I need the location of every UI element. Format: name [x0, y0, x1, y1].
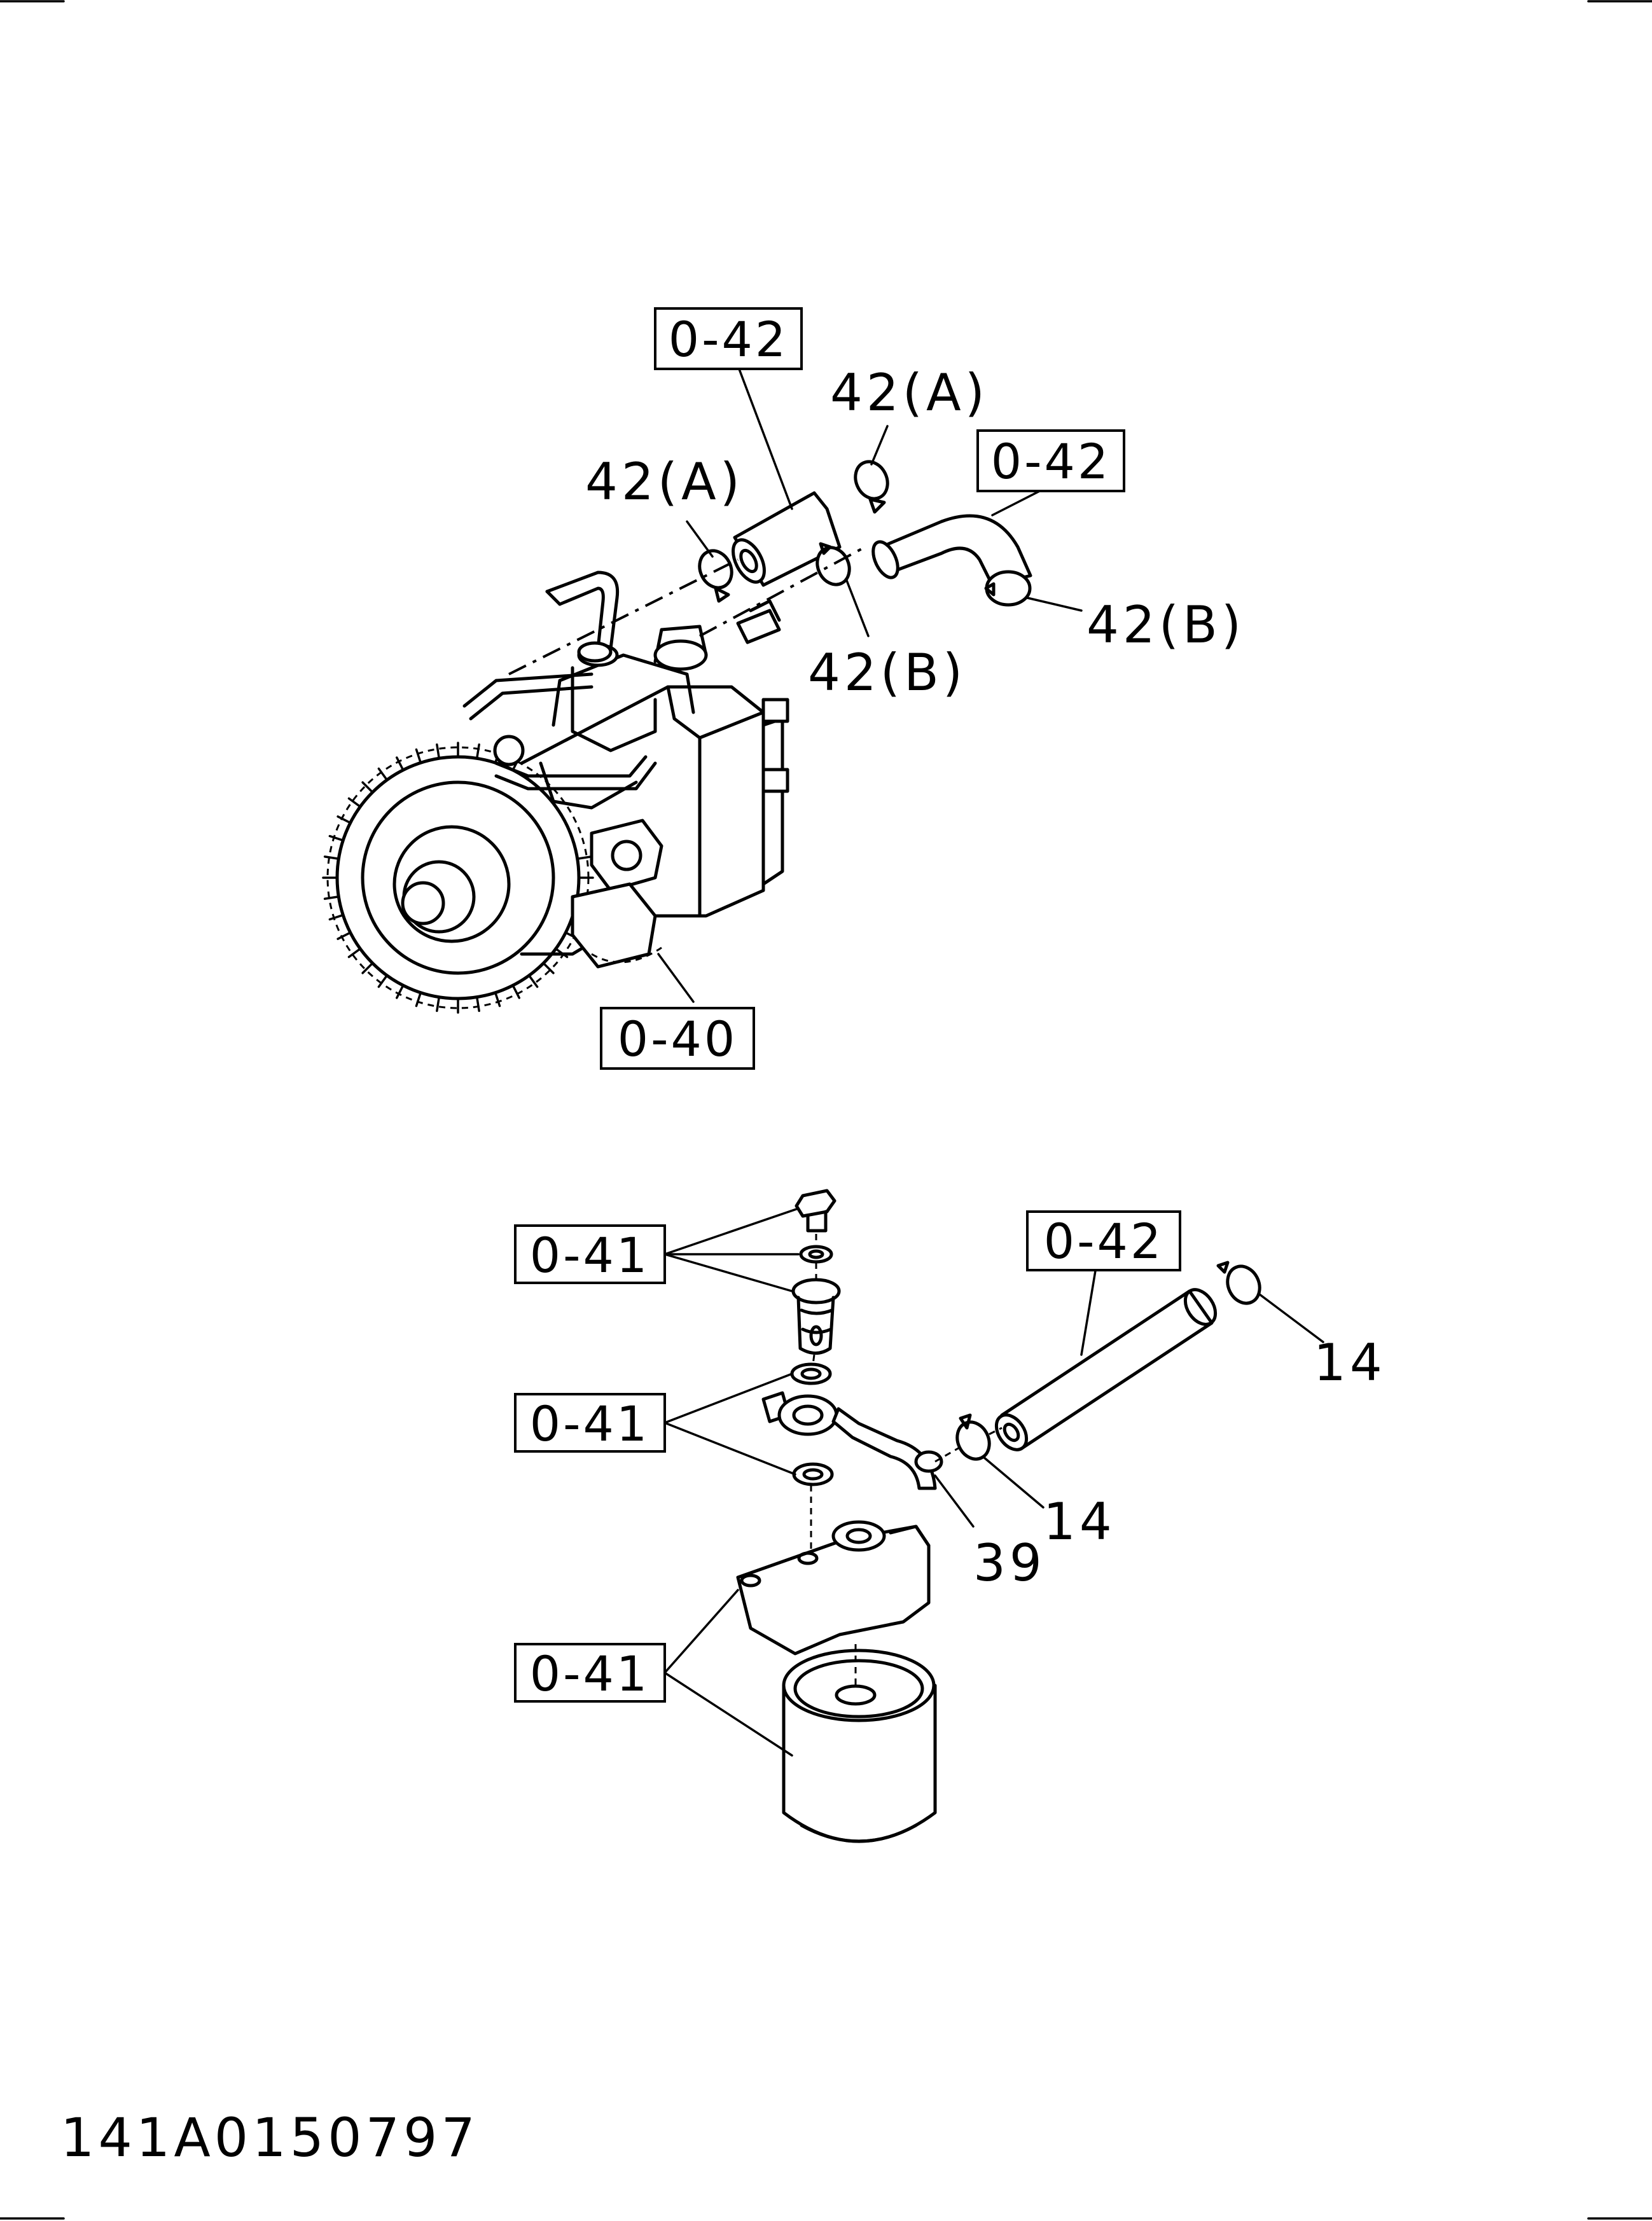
svg-text:0-41: 0-41	[530, 1227, 649, 1283]
banjo-pipe	[761, 1391, 943, 1490]
ref-box-0-40[interactable]: 0-40	[600, 1007, 755, 1070]
svg-text:0-41: 0-41	[530, 1395, 649, 1452]
gear-teeth	[322, 742, 594, 1014]
washer-2	[790, 1362, 832, 1385]
ref-box-0-41-bolt[interactable]: 0-41	[514, 1224, 666, 1284]
gear-tooth	[396, 756, 405, 771]
callout-42b-right: 42(B)	[1086, 595, 1245, 654]
gear-tooth	[347, 797, 362, 808]
gear-tooth	[337, 815, 352, 824]
clamp-42b-right	[984, 570, 1032, 607]
svg-text:0-42: 0-42	[1044, 1213, 1163, 1270]
gear-tooth	[361, 781, 374, 794]
gear-tooth	[328, 834, 345, 842]
gear-tooth	[396, 984, 405, 999]
callout-42a-left: 42(A)	[585, 452, 744, 511]
clamp-42b-center	[816, 542, 851, 586]
ref-box-0-41-banjo[interactable]: 0-41	[514, 1393, 666, 1453]
filter-head	[736, 1520, 931, 1656]
gear-tooth	[527, 974, 539, 988]
gear-tooth	[475, 995, 480, 1013]
clamp-42a-left	[698, 549, 733, 603]
washer-1	[799, 1245, 833, 1264]
washer-3	[792, 1462, 834, 1486]
gear-tooth	[328, 913, 345, 921]
hose-elbow	[871, 514, 1032, 587]
clamp-42a-right	[854, 460, 889, 514]
drawing-code: 141A0150797	[60, 2107, 479, 2169]
eye-bolt	[791, 1278, 841, 1355]
gear-tooth	[436, 743, 441, 760]
gear-tooth	[337, 931, 352, 940]
gear-tooth	[475, 743, 480, 760]
gear-tooth	[436, 995, 441, 1013]
callout-39: 39	[973, 1533, 1046, 1593]
gear-tooth	[415, 991, 422, 1007]
gear-tooth	[361, 962, 374, 974]
gear-tooth	[542, 962, 555, 974]
clamp-14-center	[955, 1413, 991, 1461]
gear-tooth	[377, 974, 389, 988]
callout-42a-right: 42(A)	[830, 363, 989, 422]
pump-gear	[322, 742, 594, 1014]
gear-tooth	[415, 748, 422, 765]
eye-bolt-top	[795, 1189, 836, 1233]
gear-tooth	[576, 855, 593, 861]
fuel-filter	[782, 1649, 937, 1843]
hose-straight	[994, 1288, 1218, 1451]
svg-text:0-42: 0-42	[991, 433, 1111, 490]
clamp-14-right	[1216, 1261, 1261, 1305]
gear-tooth	[511, 984, 520, 999]
ref-box-0-42-top-right[interactable]: 0-42	[976, 429, 1125, 492]
ref-box-0-42-top-left[interactable]: 0-42	[654, 307, 803, 370]
gear-tooth	[377, 767, 389, 782]
callout-42b-center: 42(B)	[808, 643, 966, 702]
callout-14-center: 14	[1043, 1492, 1116, 1551]
injection-pump	[322, 571, 789, 1014]
ref-box-0-41-filter[interactable]: 0-41	[514, 1643, 666, 1703]
svg-text:0-41: 0-41	[530, 1645, 649, 1702]
callout-14-right: 14	[1314, 1333, 1386, 1392]
svg-text:0-42: 0-42	[669, 311, 788, 368]
gear-tooth	[323, 855, 340, 861]
svg-text:0-40: 0-40	[618, 1011, 737, 1067]
gear-tooth	[347, 947, 362, 958]
gear-tooth	[323, 895, 340, 900]
gear-tooth	[494, 991, 501, 1007]
ref-box-0-42-bottom[interactable]: 0-42	[1026, 1210, 1181, 1271]
hose-short	[732, 491, 842, 587]
